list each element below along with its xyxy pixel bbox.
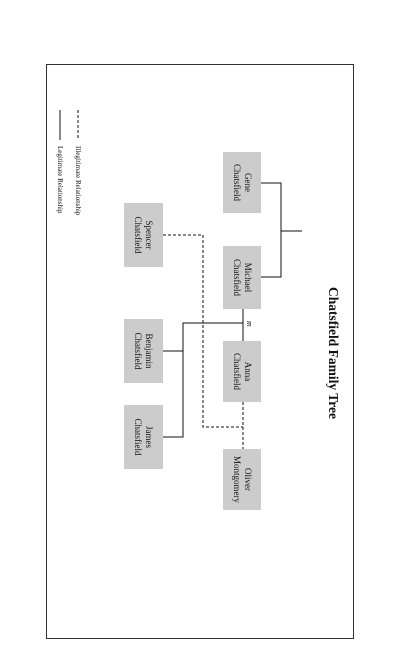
- person-last-name: Chatsfield: [133, 333, 143, 370]
- person-first-name: Michael: [243, 263, 253, 293]
- illegitimate-connector: [163, 234, 244, 449]
- person-michael: Michael Chatsfield: [223, 246, 261, 309]
- person-last-name: Chatsfield: [232, 259, 242, 296]
- person-first-name: Spencer: [144, 221, 154, 250]
- person-gene: Gene Chatsfield: [223, 152, 261, 213]
- person-box: [223, 449, 261, 510]
- legend: Illegitimate Relationship Legitimate Rel…: [56, 110, 82, 216]
- person-anna: Anna Chatsfield: [223, 341, 261, 402]
- marriage-mark: m: [245, 321, 254, 327]
- person-first-name: Gene: [243, 173, 253, 192]
- children-connector: [163, 322, 243, 438]
- person-box: [223, 152, 261, 213]
- person-last-name: Montgomery: [232, 456, 242, 503]
- gene-michael-connector: [261, 182, 282, 278]
- person-box: [124, 319, 163, 383]
- legend-legitimate-label: Legitimate Relationship: [56, 146, 64, 214]
- page-title: Chatsfield Family Tree: [326, 287, 341, 419]
- person-last-name: Chatsfield: [232, 164, 242, 201]
- person-box: [124, 203, 163, 267]
- person-benjamin: Benjamin Chatsfield: [124, 319, 163, 383]
- person-box: [223, 341, 261, 402]
- person-box: [124, 405, 163, 469]
- person-last-name: Chatsfield: [232, 353, 242, 390]
- connector-lines: [163, 182, 302, 438]
- person-box: [223, 246, 261, 309]
- person-oliver: Oliver Montgomery: [223, 449, 261, 510]
- person-first-name: Oliver: [243, 468, 253, 491]
- person-last-name: Chatsfield: [133, 217, 143, 254]
- person-first-name: Anna: [243, 362, 253, 382]
- diagram-frame: [46, 64, 354, 639]
- person-first-name: Benjamin: [144, 334, 154, 369]
- person-james: James Chatsfield: [124, 405, 163, 469]
- person-last-name: Chatsfield: [133, 419, 143, 456]
- person-first-name: James: [144, 426, 154, 448]
- legend-illegitimate-label: Illegitimate Relationship: [74, 146, 82, 216]
- person-spencer: Spencer Chatsfield: [124, 203, 163, 267]
